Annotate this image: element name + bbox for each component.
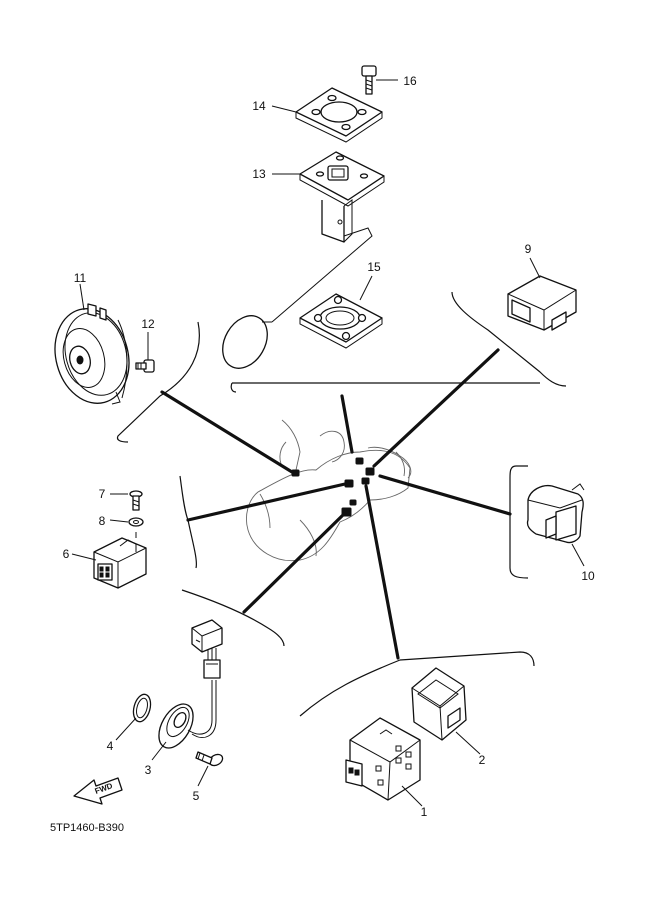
part-4-o-ring	[115, 693, 152, 741]
part-13-fuel-sender	[222, 151, 385, 369]
part-16-bolt	[361, 65, 398, 95]
part-8-washer	[109, 517, 144, 527]
part-number-label: 11	[74, 271, 87, 285]
part-number-label: 9	[525, 242, 532, 256]
part-number-label: 13	[252, 167, 266, 181]
connection-lines	[160, 348, 512, 660]
part-number-label: 12	[141, 317, 155, 331]
part-number-label: 16	[403, 74, 417, 88]
fwd-arrow: FWD	[73, 777, 123, 805]
part-2-cover	[411, 667, 481, 755]
part-number-label: 5	[193, 789, 200, 803]
part-number-label: 7	[99, 487, 106, 501]
part-number-label: 4	[107, 739, 114, 753]
part-11-horn	[54, 283, 130, 405]
part-number-label: 14	[252, 99, 266, 113]
part-7-screw	[110, 490, 143, 511]
scooter-outline	[246, 419, 412, 562]
part-3-switch	[151, 619, 223, 761]
part-number-label: 10	[581, 569, 595, 583]
part-number-label: 3	[145, 763, 152, 777]
part-number-label: 6	[63, 547, 70, 561]
part-labels: 1 2 3 4 5 6 7 8 9 10 11 12 13 14 15 16	[63, 74, 595, 819]
part-number-label: 2	[479, 753, 486, 767]
part-12-bolt	[135, 332, 155, 373]
part-14-gasket	[271, 87, 383, 143]
part-1-connector	[345, 717, 423, 807]
part-6-relay	[71, 532, 147, 589]
part-15-gasket	[299, 275, 383, 349]
part-number-label: 8	[99, 514, 106, 528]
part-10-relay	[526, 483, 585, 567]
section-frames	[116, 291, 567, 717]
part-number-label: 15	[367, 260, 381, 274]
part-number-label: 1	[421, 805, 428, 819]
part-5-screw	[195, 751, 224, 787]
diagram-code: 5TP1460-B390	[50, 822, 124, 834]
part-9-relay	[507, 257, 577, 331]
